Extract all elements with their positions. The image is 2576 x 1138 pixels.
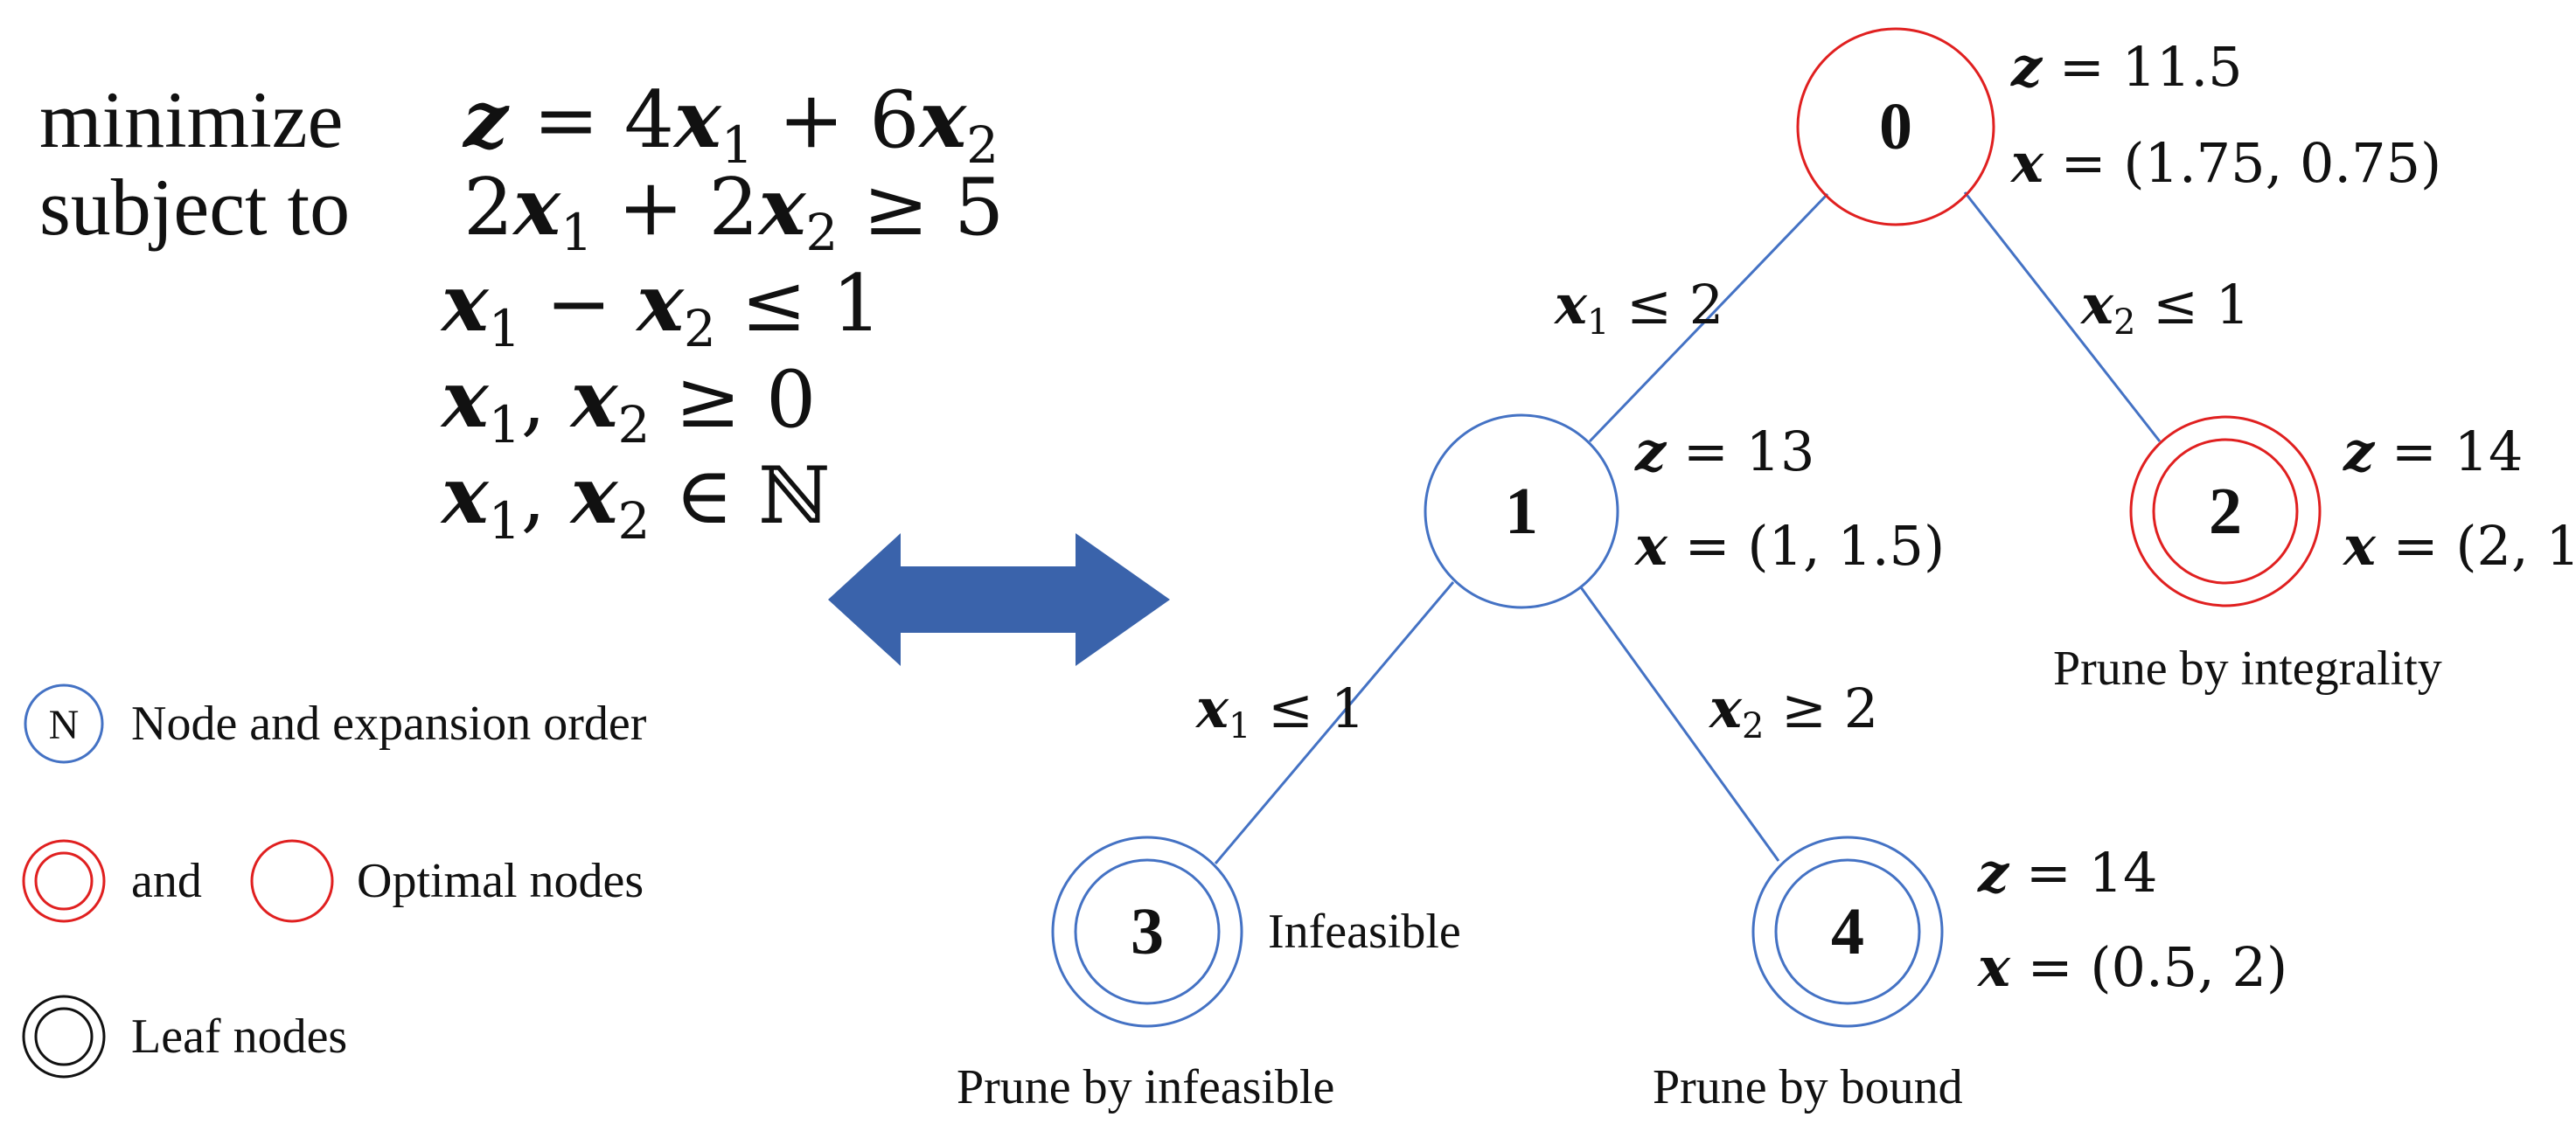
legend-leaf-circle-outer-icon (22, 995, 106, 1079)
node-1-circle (1424, 413, 1619, 609)
node-2-outer-circle (2129, 415, 2322, 607)
node-4-outer-circle (1751, 836, 1944, 1028)
constraint-3: x1, x2 ≥ 0 (440, 353, 816, 455)
node-2-x: x = (2, 1) (2342, 514, 2576, 578)
node-0-z: z = 11.5 (2010, 35, 2243, 99)
edge-1-3 (1214, 581, 1455, 864)
legend-node-circle-icon (24, 683, 104, 764)
legend-leaf-circle-inner-icon (34, 1007, 94, 1066)
objective-function: z = 4x1 + 6x2 (462, 73, 999, 175)
node-1-z: z = 13 (1634, 420, 1814, 483)
legend-red-circle-icon (250, 839, 334, 923)
node-3-status: Infeasible (1268, 905, 1461, 959)
tree-node-2: 2 z = 14 x = (2, 1) Prune by integrality (2053, 415, 2576, 696)
node-3-inner-circle (1074, 858, 1221, 1005)
legend-leaf-text: Leaf nodes (131, 1010, 347, 1064)
node-3-label: 3 (1131, 895, 1164, 968)
tree-node-3: 3 Infeasible Prune by infeasible (957, 836, 1461, 1114)
edge-1-4 (1579, 586, 1780, 862)
double-arrow-icon (828, 533, 1170, 666)
edge-0-2 (1963, 191, 2162, 442)
edge-label-1-4: x2 ≥ 2 (1708, 677, 1878, 746)
node-3-note: Prune by infeasible (957, 1060, 1334, 1114)
constraint-4: x1, x2 ∈ ℕ (440, 449, 830, 551)
constraint-1: 2x1 + 2x2 ≥ 5 (463, 161, 1004, 262)
minimize-word: minimize (39, 75, 343, 164)
legend-double-red-circle-outer-icon (22, 839, 106, 923)
tree-node-1: 1 z = 13 x = (1, 1.5) (1424, 413, 1945, 609)
edge-label-1-3: x1 ≤ 1 (1194, 677, 1365, 746)
edge-label-0-1: x1 ≤ 2 (1553, 273, 1723, 343)
legend-double-red-circle-inner-icon (34, 851, 94, 911)
edge-label-0-2: x2 ≤ 1 (2079, 273, 2250, 343)
legend-node-symbol: N (49, 702, 80, 748)
node-4-label: 4 (1831, 895, 1864, 968)
node-2-inner-circle (2152, 438, 2299, 585)
edge-labels: x1 ≤ 2 x2 ≤ 1 x1 ≤ 1 x2 ≥ 2 (1194, 273, 2250, 746)
node-3-outer-circle (1051, 836, 1243, 1028)
node-2-z: z = 14 (2343, 420, 2523, 483)
problem-statement: minimize subject to z = 4x1 + 6x2 2x1 + … (39, 73, 1004, 551)
legend: N Node and expansion order and Optimal n… (22, 683, 647, 1079)
tree-node-0: 0 z = 11.5 x = (1.75, 0.75) (1796, 27, 2441, 226)
node-1-label: 1 (1505, 475, 1538, 548)
node-4-note: Prune by bound (1653, 1060, 1963, 1114)
node-0-circle (1796, 27, 1995, 226)
edge-0-1 (1588, 192, 1829, 443)
constraint-2: x1 − x2 ≤ 1 (440, 257, 882, 358)
node-0-label: 0 (1879, 90, 1912, 163)
legend-and-text: and (131, 854, 202, 908)
node-1-x: x = (1, 1.5) (1633, 514, 1945, 578)
node-4-inner-circle (1774, 858, 1921, 1005)
node-0-x: x = (1.75, 0.75) (2009, 131, 2441, 195)
tree-edges (1214, 191, 2162, 864)
subject-to-word: subject to (39, 163, 350, 252)
node-4-x: x = (0.5, 2) (1976, 935, 2287, 999)
tree-node-4: 4 z = 14 x = (0.5, 2) Prune by bound (1653, 836, 2287, 1114)
legend-optimal-text: Optimal nodes (357, 854, 644, 908)
node-2-note: Prune by integrality (2053, 642, 2442, 696)
node-2-label: 2 (2209, 475, 2242, 548)
node-4-z: z = 14 (1977, 841, 2157, 905)
legend-node-text: Node and expansion order (131, 697, 647, 751)
